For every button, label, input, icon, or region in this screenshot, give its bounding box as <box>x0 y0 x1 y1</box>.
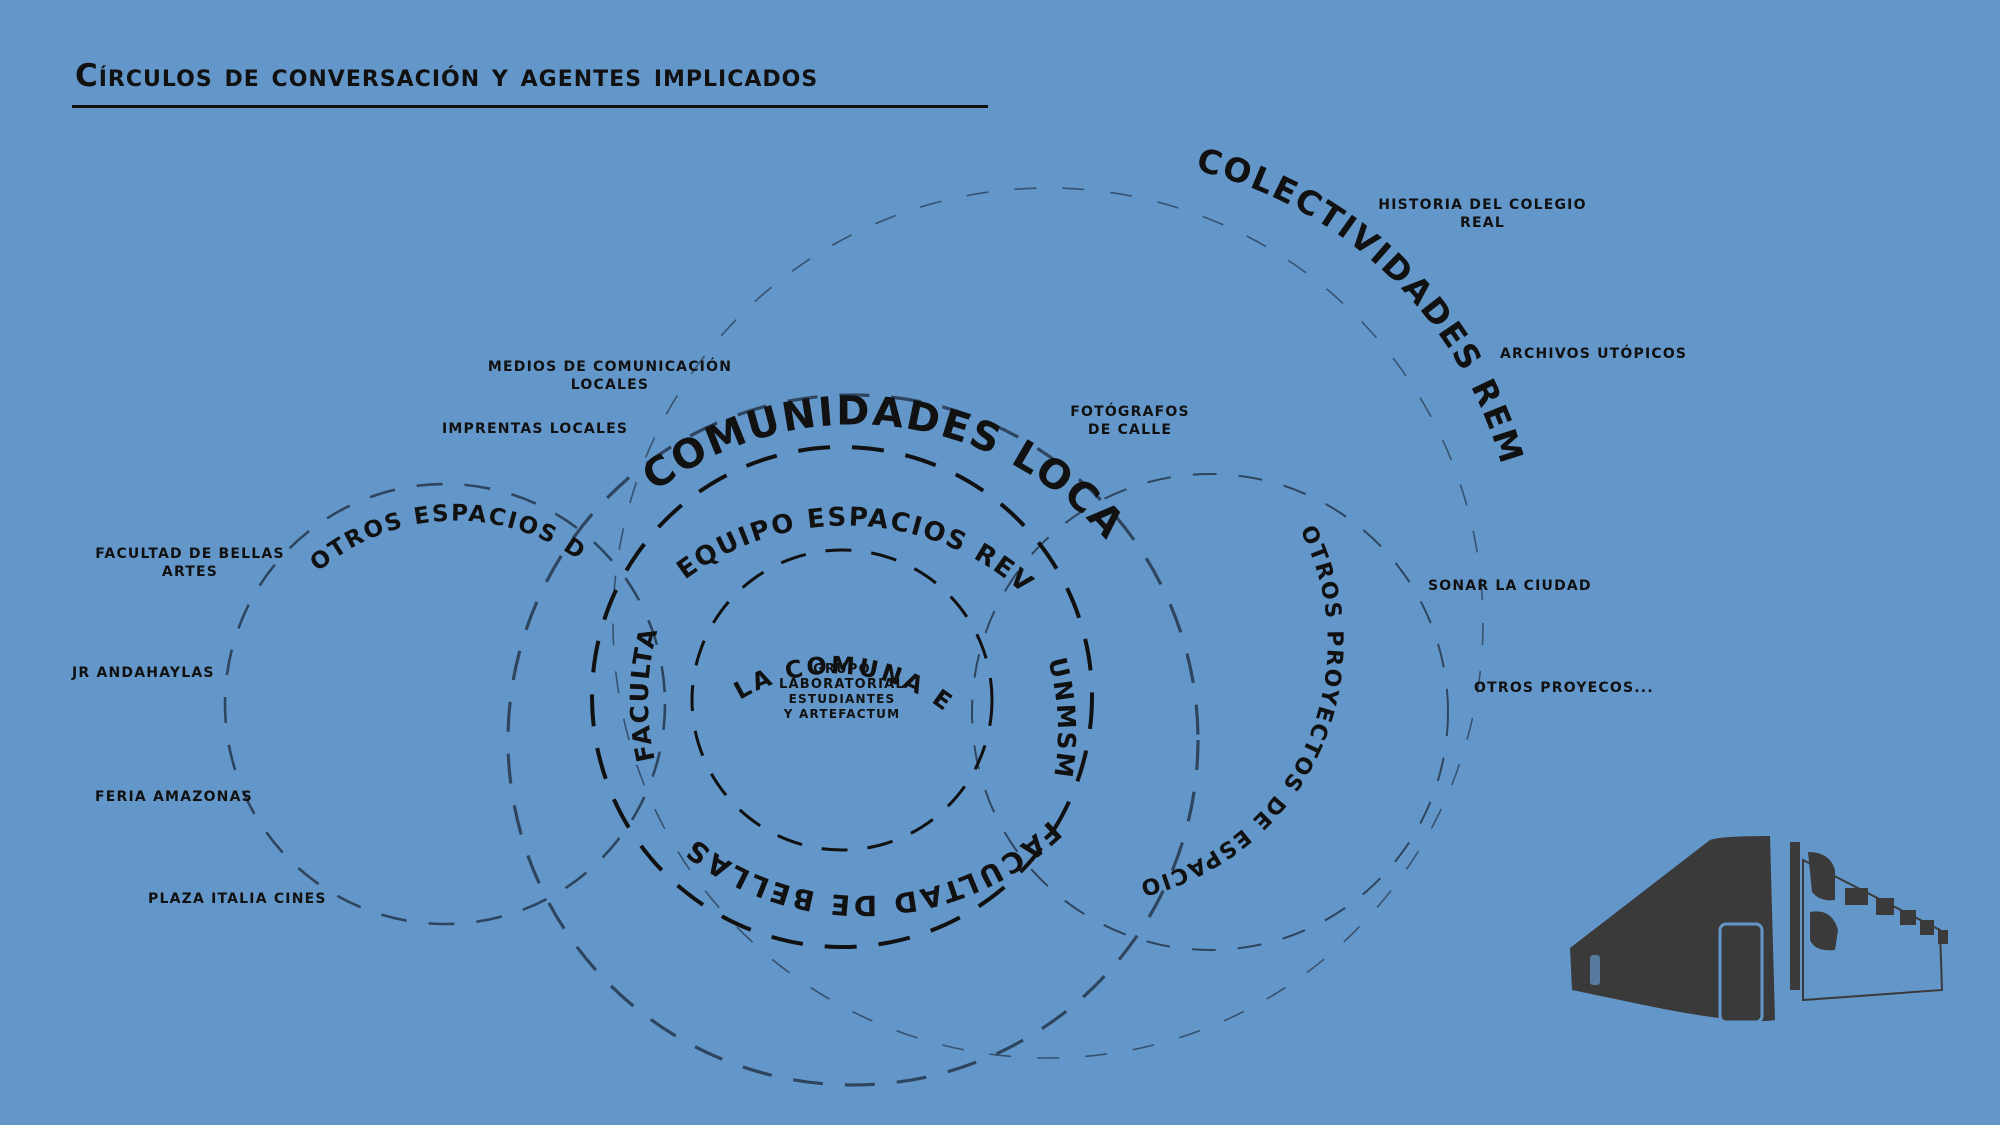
center-line-4: y artefactum <box>783 707 901 721</box>
label-bellas-artes: Facultad de bellas artes <box>0 0 1068 922</box>
center-line-1: Grupo <box>813 662 871 677</box>
circle-equipo <box>590 445 1094 949</box>
center-line-2: Laboratorial <box>779 677 905 692</box>
agent-medios: Medios de comunicación locales <box>480 358 740 394</box>
center-group-label: Grupo Laboratorial estudiantes y artefac… <box>772 662 912 722</box>
agent-imprentas: Imprentas locales <box>442 421 629 437</box>
label-otros-espacios: Otros espacios de ER <box>0 0 591 577</box>
agent-fotografos-line1: Fotógrafos <box>1070 404 1190 420</box>
circle-otros-proyectos <box>971 473 1449 951</box>
agent-facultad-ba: Facultad de bellas artes <box>85 545 295 581</box>
page-title: Círculos de conversación y agentes impli… <box>75 58 819 94</box>
agent-medios-line1: Medios de comunicación <box>487 359 733 375</box>
agent-historia-line1: Historia del colegio <box>1378 197 1587 213</box>
agent-archivos: Archivos utópicos <box>1500 346 1688 362</box>
circle-comuna <box>690 548 994 852</box>
agent-medios-line2: locales <box>570 377 650 393</box>
agent-historia-line2: real <box>1460 215 1505 231</box>
label-unmsm: UNMSM <box>1042 655 1081 781</box>
agent-historia: Historia del colegio real <box>1370 196 1595 232</box>
label-colectividades: Colectividades remotas <box>0 0 1532 469</box>
agent-plaza: Plaza Italia Cines <box>148 891 327 907</box>
agent-facultad-ba-line2: artes <box>161 564 219 580</box>
agent-otros-proyecos: Otros proyecos... <box>1474 680 1654 696</box>
center-line-3: estudiantes <box>788 692 896 706</box>
circle-otros-espacios <box>223 482 667 926</box>
circle-colectividades <box>612 187 1484 1059</box>
agent-fotografos-line2: de calle <box>1087 422 1173 438</box>
agent-fotografos: Fotógrafos de calle <box>1050 403 1210 439</box>
agent-andahaylas: Jr Andahaylas <box>72 665 215 681</box>
agent-feria: Feria Amazonas <box>95 789 253 805</box>
agent-sonar: Sonar la ciudad <box>1428 578 1592 594</box>
circle-comunidades <box>506 393 1200 1087</box>
title-underline <box>72 105 988 108</box>
bus-icon <box>1570 836 1948 1024</box>
agent-facultad-ba-line1: Facultad de bellas <box>95 546 285 562</box>
label-comunidades: Comunidades locales <box>0 0 1134 548</box>
